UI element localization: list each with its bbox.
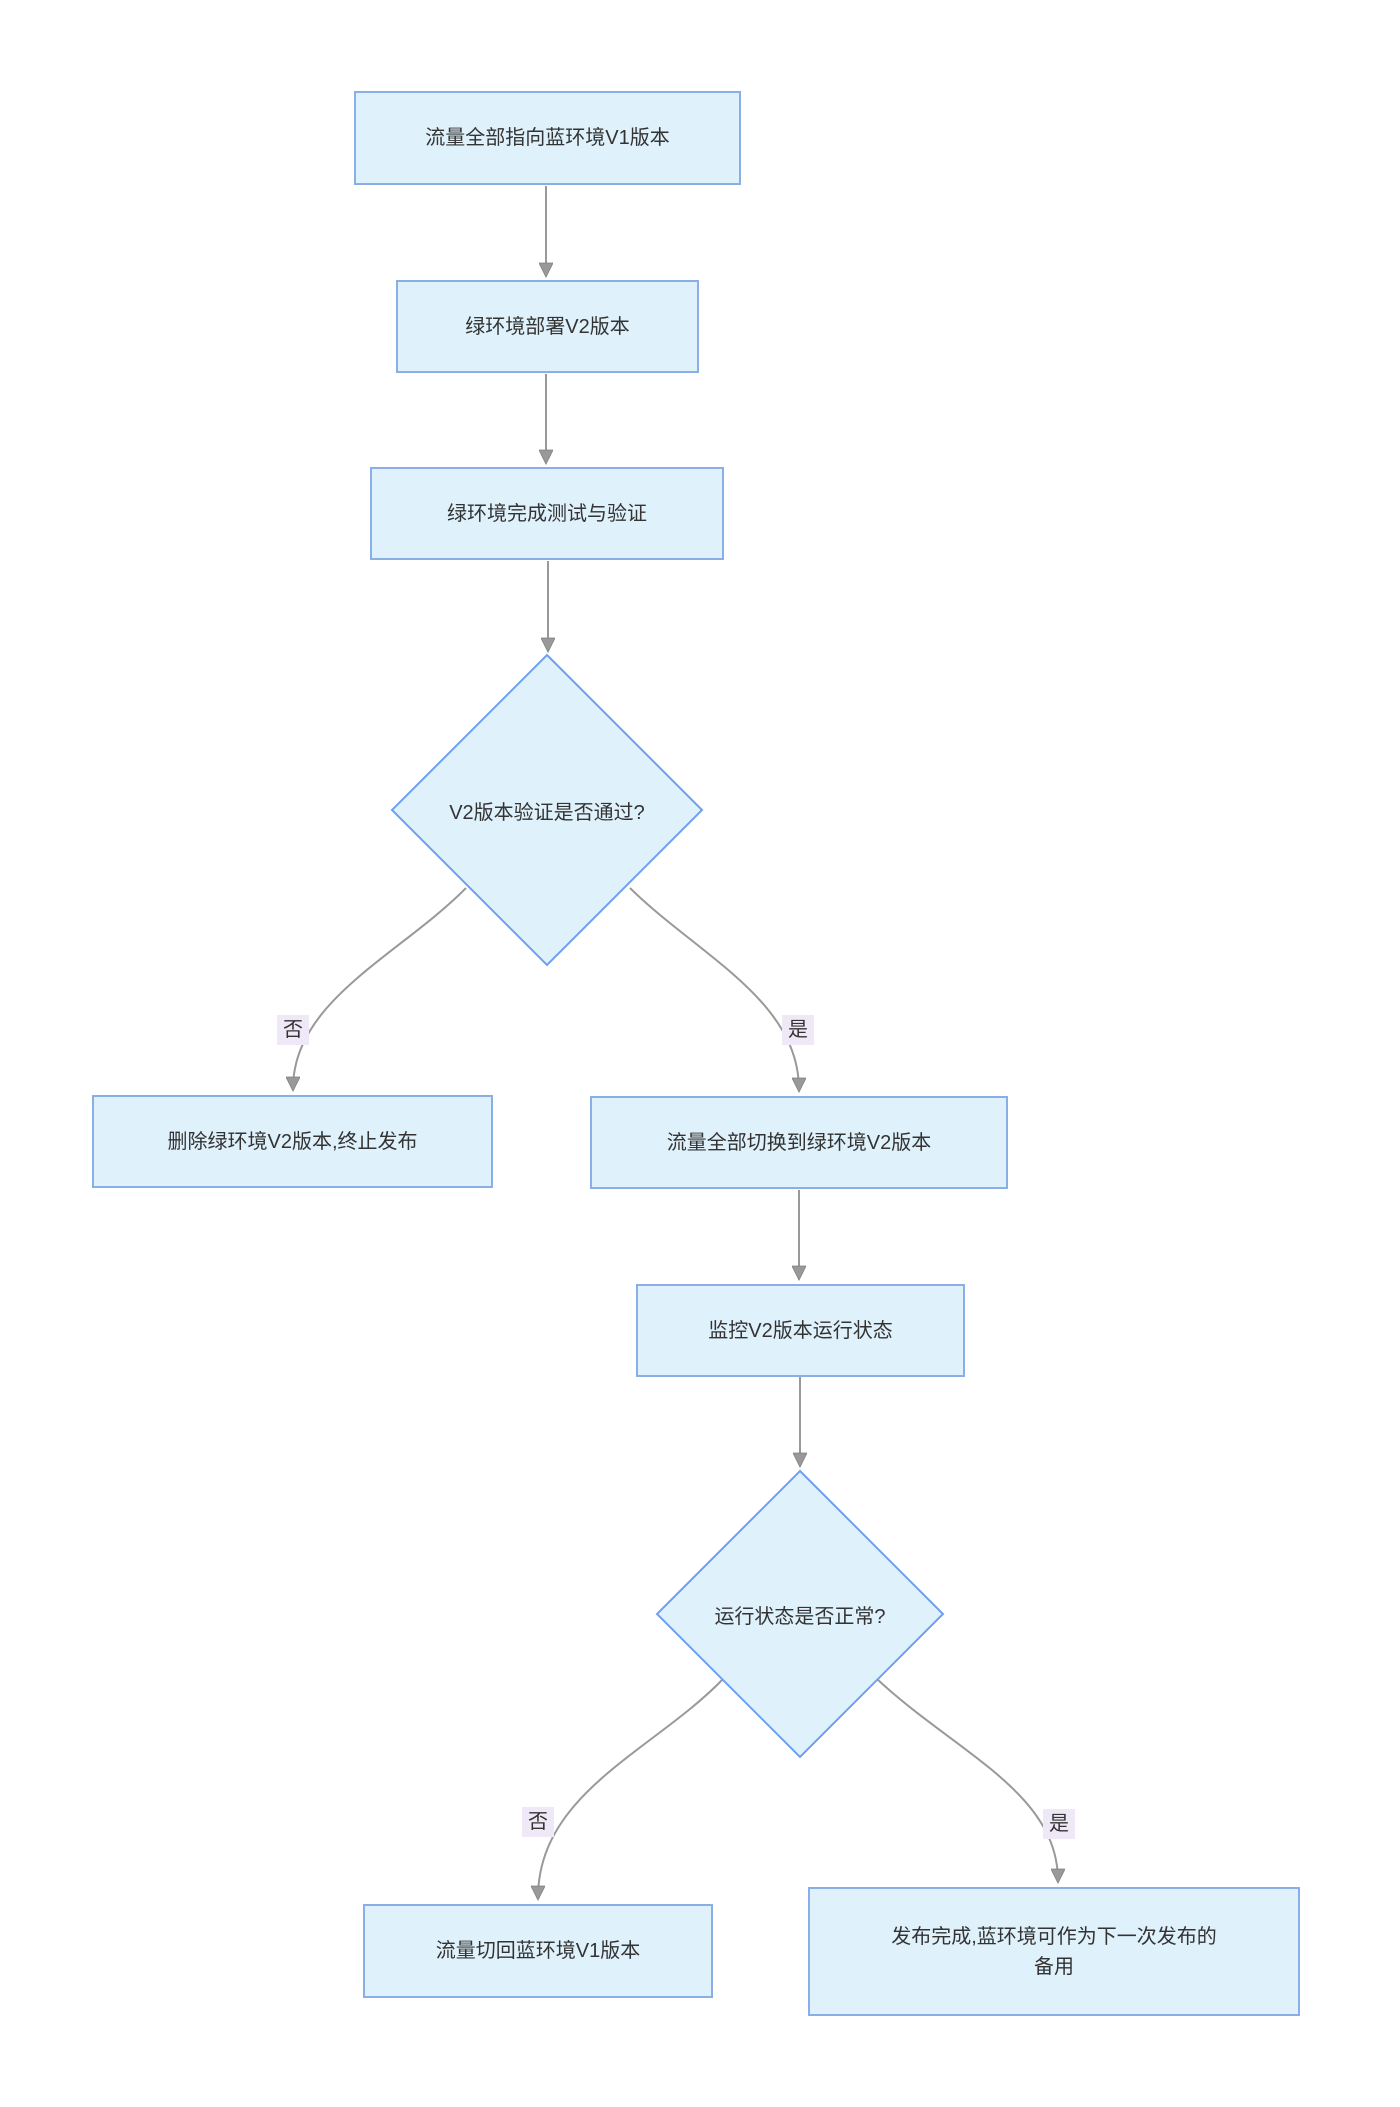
node-delete-green-v2-abort: 删除绿环境V2版本,终止发布	[92, 1095, 493, 1188]
node-label: 绿环境完成测试与验证	[447, 502, 647, 525]
edge-label-no-status: 否	[522, 1807, 554, 1837]
node-label: 流量全部切换到绿环境V2版本	[666, 1131, 932, 1154]
node-label: 监控V2版本运行状态	[708, 1319, 893, 1342]
edge-label-yes-status: 是	[1043, 1809, 1075, 1839]
decision-running-status-shape	[655, 1469, 945, 1759]
edge-h-to-j-yes	[876, 1678, 1058, 1881]
edge-h-to-i-no	[538, 1678, 724, 1898]
edge-label-yes-verification: 是	[782, 1015, 814, 1045]
node-label: 删除绿环境V2版本,终止发布	[167, 1130, 418, 1153]
edge-d-to-f-yes	[629, 887, 799, 1090]
decision-v2-verification-label: V2版本验证是否通过?	[449, 801, 645, 824]
decision-v2-verification-shape	[390, 653, 704, 967]
node-green-deploy-v2: 绿环境部署V2版本	[396, 280, 699, 373]
edge-d-to-e-no	[293, 887, 467, 1089]
node-monitor-v2-status: 监控V2版本运行状态	[636, 1284, 965, 1377]
node-green-test-verify: 绿环境完成测试与验证	[370, 467, 724, 560]
node-label: 流量全部指向蓝环境V1版本	[425, 127, 670, 149]
node-traffic-all-to-blue-v1: 流量全部指向蓝环境V1版本	[354, 91, 741, 185]
edge-label-no-verification: 否	[277, 1015, 309, 1045]
node-switch-traffic-to-green-v2: 流量全部切换到绿环境V2版本	[590, 1096, 1008, 1189]
decision-running-status-label: 运行状态是否正常?	[714, 1605, 886, 1628]
node-release-complete-blue-standby: 发布完成,蓝环境可作为下一次发布的 备用	[808, 1887, 1300, 2016]
node-traffic-back-to-blue-v1: 流量切回蓝环境V1版本	[363, 1904, 713, 1998]
node-label: 绿环境部署V2版本	[465, 315, 630, 338]
node-label: 发布完成,蓝环境可作为下一次发布的 备用	[891, 1925, 1217, 1978]
node-label: 流量切回蓝环境V1版本	[435, 1940, 641, 1962]
